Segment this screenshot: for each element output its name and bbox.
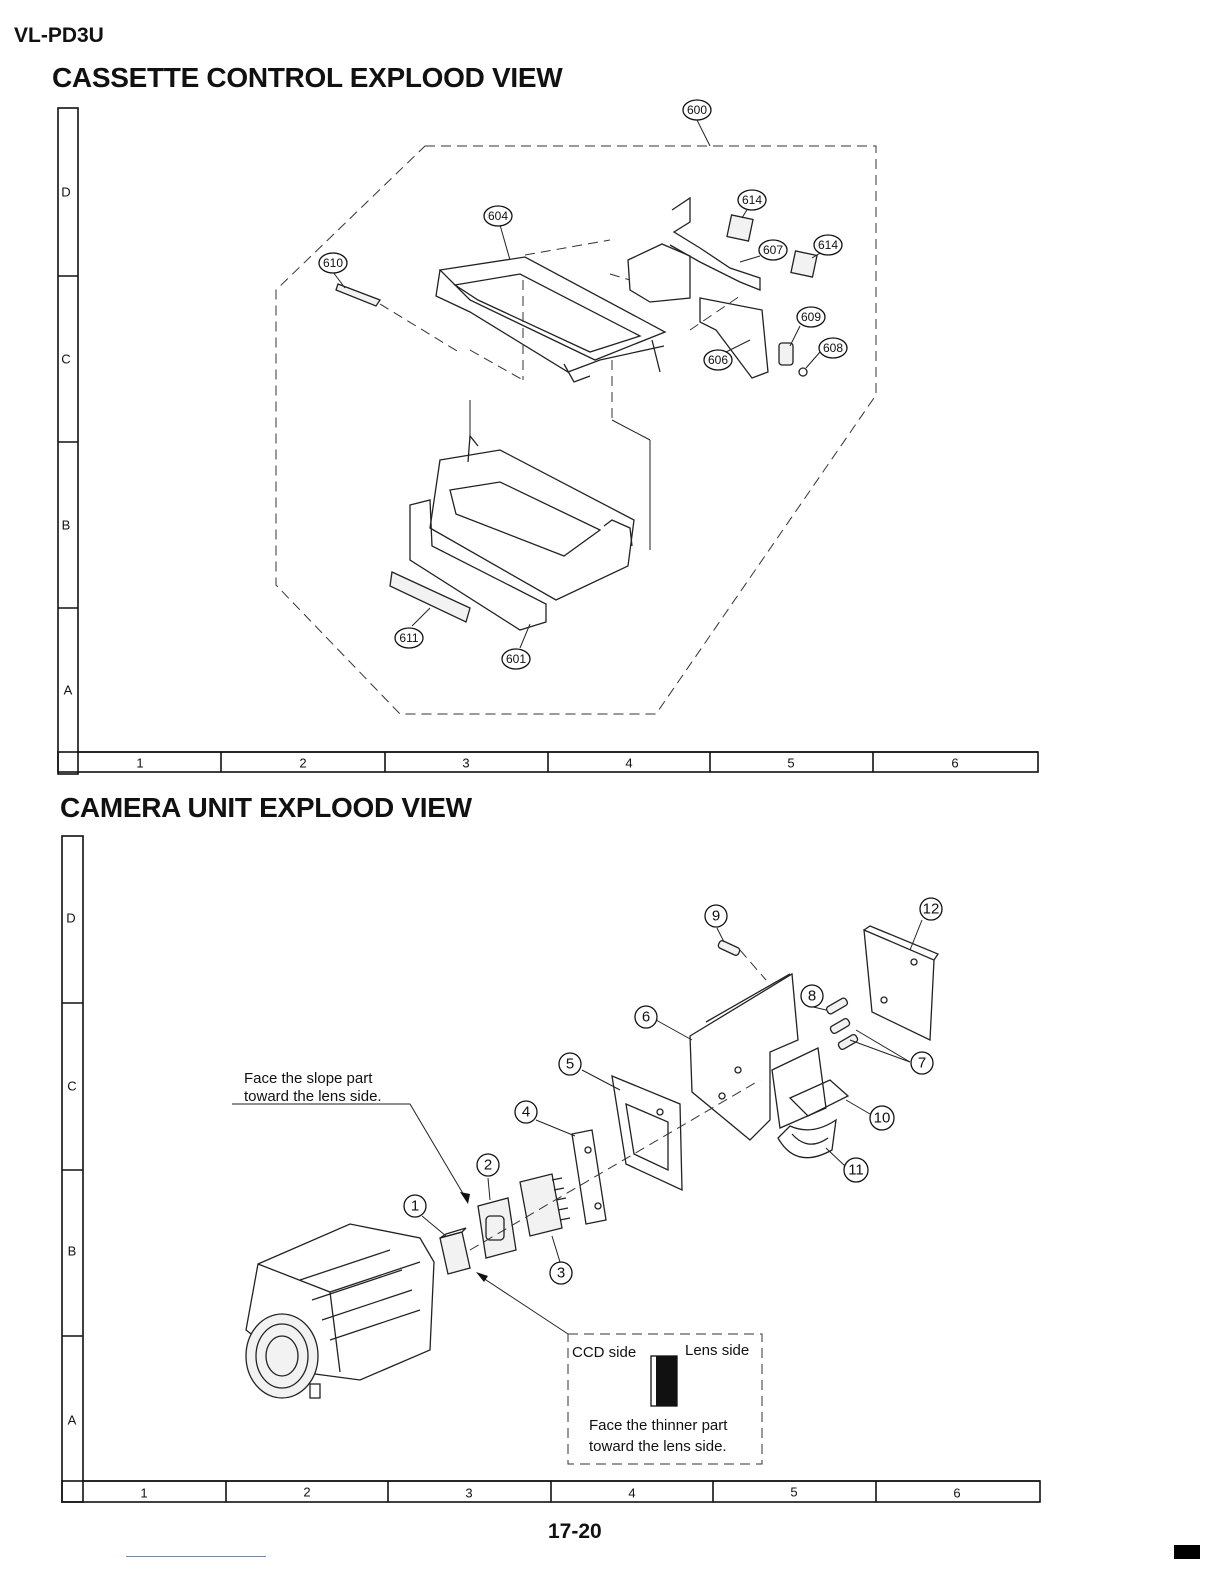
callout-label: 610 — [323, 256, 343, 270]
cassette-row-label: D — [61, 185, 70, 200]
callout-610: 610 — [319, 253, 347, 273]
slope-note-line2: toward the lens side. — [244, 1088, 382, 1105]
callout-608: 608 — [819, 338, 847, 358]
callout-6: 6 — [635, 1006, 657, 1028]
callout-607: 607 — [759, 240, 787, 260]
cassette-frame — [58, 108, 1038, 774]
callout-611: 611 — [395, 628, 423, 648]
page-marker — [1174, 1545, 1200, 1559]
callout-label: 609 — [801, 310, 821, 324]
callout-label: 608 — [823, 341, 843, 355]
callout-2: 2 — [477, 1154, 499, 1176]
callout-604: 604 — [484, 206, 512, 226]
camera-col-label: 5 — [790, 1485, 797, 1500]
inset-note-line2: toward the lens side. — [589, 1438, 727, 1455]
frame-5 — [612, 1076, 682, 1190]
callout-5: 5 — [559, 1053, 581, 1075]
callout-3: 3 — [550, 1262, 572, 1284]
callout-614: 614 — [814, 235, 842, 255]
bracket-6 — [690, 974, 798, 1140]
rail-610 — [336, 284, 462, 354]
cassette-col-label: 6 — [951, 756, 958, 771]
callout-label: 606 — [708, 353, 728, 367]
ccd-3 — [520, 1174, 570, 1236]
callout-9: 9 — [705, 905, 727, 927]
cassette-holder — [390, 360, 650, 630]
callout-label: 2 — [484, 1157, 492, 1174]
camera-row-label: B — [68, 1244, 77, 1259]
drive-part-10 — [772, 1048, 848, 1128]
page-number: 17-20 — [548, 1520, 602, 1544]
callout-4: 4 — [515, 1101, 537, 1123]
camera-col-label: 4 — [628, 1486, 635, 1501]
callout-11: 11 — [844, 1158, 868, 1182]
callout-609: 609 — [797, 307, 825, 327]
callout-label: 7 — [918, 1055, 926, 1072]
callout-606: 606 — [704, 350, 732, 370]
callout-label: 3 — [557, 1265, 565, 1282]
cassette-col-label: 5 — [787, 756, 794, 771]
callout-1: 1 — [404, 1195, 426, 1217]
camera-row-label: A — [68, 1413, 77, 1428]
callout-600: 600 — [683, 100, 711, 120]
plate-4 — [572, 1130, 606, 1224]
camera-col-label: 1 — [140, 1486, 147, 1501]
ccd-side-label: CCD side — [572, 1344, 636, 1361]
screw-9 — [717, 940, 740, 957]
callout-label: 10 — [874, 1110, 891, 1127]
camera-col-label: 6 — [953, 1486, 960, 1501]
cassette-col-label: 3 — [462, 756, 469, 771]
callout-label: 9 — [712, 908, 720, 925]
cassette-col-label: 2 — [299, 756, 306, 771]
camera-col-label: 3 — [465, 1486, 472, 1501]
callout-label: 614 — [742, 193, 762, 207]
callout-7: 7 — [911, 1052, 933, 1074]
callout-12: 12 — [920, 898, 942, 920]
inset-note-line1: Face the thinner part — [589, 1417, 728, 1434]
cassette-row-label: C — [61, 352, 70, 367]
cassette-upper-chassis — [436, 240, 665, 382]
screw-7a — [829, 1018, 850, 1035]
cassette-row-label: A — [64, 683, 73, 698]
callout-label: 614 — [818, 238, 838, 252]
slope-note-line1: Face the slope part — [244, 1070, 373, 1087]
callout-label: 11 — [848, 1162, 864, 1179]
ccd-orientation-inset: CCD side Lens side Face the thinner part… — [568, 1334, 762, 1464]
camera-callout-leaders — [232, 920, 922, 1334]
callout-label: 6 — [642, 1009, 650, 1026]
callout-label: 611 — [399, 631, 418, 645]
assembly-axis — [470, 1080, 760, 1250]
callout-label: 5 — [566, 1056, 574, 1073]
callout-601: 601 — [502, 649, 530, 669]
cassette-col-label: 4 — [625, 756, 632, 771]
camera-col-label: 2 — [303, 1485, 310, 1500]
callout-614: 614 — [738, 190, 766, 210]
filter-thick-side — [656, 1356, 677, 1406]
callout-label: 1 — [411, 1198, 419, 1215]
callout-label: 8 — [808, 988, 816, 1005]
callout-label: 600 — [687, 103, 707, 117]
lens-block — [246, 1224, 434, 1398]
footer-rule — [126, 1556, 266, 1557]
screw-8 — [825, 997, 848, 1015]
callout-label: 601 — [506, 652, 526, 666]
callout-8: 8 — [801, 985, 823, 1007]
callout-label: 604 — [488, 209, 508, 223]
callout-10: 10 — [870, 1106, 894, 1130]
lens-side-label: Lens side — [685, 1342, 749, 1359]
callout-label: 607 — [763, 243, 783, 257]
cassette-row-label: B — [62, 518, 71, 533]
camera-row-label: C — [67, 1079, 76, 1094]
camera-row-label: D — [66, 911, 75, 926]
ccd-holder-2 — [478, 1198, 516, 1258]
cassette-col-label: 1 — [136, 756, 143, 771]
callout-label: 12 — [923, 901, 940, 918]
callout-label: 4 — [522, 1104, 530, 1121]
assembly-boundary — [276, 146, 876, 714]
rear-plate-12 — [864, 926, 938, 1040]
